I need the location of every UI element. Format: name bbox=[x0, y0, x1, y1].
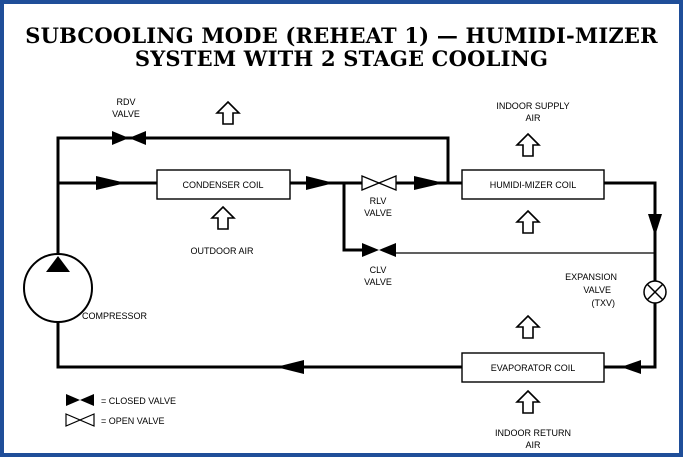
condenser-coil-label: CONDENSER COIL bbox=[182, 180, 263, 190]
expansion-label-3: (TXV) bbox=[592, 298, 616, 308]
outdoor-air-label: OUTDOOR AIR bbox=[190, 246, 254, 256]
flow-arrow-3 bbox=[414, 176, 444, 190]
diagram-title: SUBCOOLING MODE (REHEAT 1) — HUMIDI-MIZE… bbox=[8, 24, 675, 70]
flow-arrow-5 bbox=[621, 360, 641, 374]
flow-arrow-4 bbox=[648, 214, 662, 236]
evaporator-coil bbox=[461, 352, 605, 383]
indoor-return-label-2: AIR bbox=[525, 440, 541, 450]
flow-arrow-6 bbox=[276, 360, 304, 374]
expansion-label-2: VALVE bbox=[583, 285, 611, 295]
expansion-label-1: EXPANSION bbox=[565, 272, 617, 282]
indoor-supply-arrow-icon bbox=[516, 133, 540, 157]
flow-arrow-2 bbox=[306, 176, 334, 190]
evaporator-coil-label: EVAPORATOR COIL bbox=[491, 363, 576, 373]
indoor-return-arrow-icon bbox=[516, 390, 540, 414]
condenser-exhaust-air-arrow-icon bbox=[216, 101, 240, 125]
expansion-valve-icon bbox=[643, 280, 667, 304]
legend: = CLOSED VALVE = OPEN VALVE bbox=[65, 394, 176, 427]
humidimizer-air-arrow-icon bbox=[516, 210, 540, 234]
legend-closed-valve-icon bbox=[66, 394, 94, 406]
line-evaporator-to-compressor bbox=[56, 321, 462, 369]
flow-arrows bbox=[96, 176, 662, 374]
rdv-valve-closed-icon bbox=[112, 131, 146, 145]
rlv-valve-open-icon bbox=[361, 175, 397, 191]
humidimizer-coil bbox=[461, 169, 605, 200]
humidimizer-coil-label: HUMIDI-MIZER COIL bbox=[490, 180, 577, 190]
title-line-1: SUBCOOLING MODE (REHEAT 1) — HUMIDI-MIZE… bbox=[25, 23, 658, 48]
compressor-icon bbox=[23, 253, 93, 323]
rlv-label-1: RLV bbox=[370, 196, 387, 206]
rlv-label-2: VALVE bbox=[364, 208, 392, 218]
legend-open-valve-icon bbox=[65, 413, 95, 427]
legend-closed-valve-label: = CLOSED VALVE bbox=[101, 396, 176, 406]
clv-label-2: VALVE bbox=[364, 277, 392, 287]
rdv-label-1: RDV bbox=[116, 97, 135, 107]
outdoor-air-arrow-icon bbox=[211, 206, 235, 230]
line-txv-to-evaporator bbox=[604, 303, 657, 369]
evaporator-air-arrow-icon bbox=[516, 315, 540, 339]
clv-valve-closed-icon bbox=[362, 243, 396, 257]
indoor-supply-label-2: AIR bbox=[525, 113, 541, 123]
title-line-2: SYSTEM WITH 2 STAGE COOLING bbox=[134, 46, 549, 71]
rdv-label-2: VALVE bbox=[112, 109, 140, 119]
line-humidimizer-to-txv bbox=[604, 181, 657, 281]
line-to-clv bbox=[342, 183, 362, 252]
indoor-supply-label-1: INDOOR SUPPLY bbox=[496, 101, 569, 111]
compressor-label: COMPRESSOR bbox=[82, 311, 148, 321]
legend-open-valve-label: = OPEN VALVE bbox=[101, 416, 164, 426]
clv-label-1: CLV bbox=[370, 265, 387, 275]
bypass-line-top bbox=[56, 136, 450, 255]
condenser-coil bbox=[156, 169, 291, 200]
indoor-return-label-1: INDOOR RETURN bbox=[495, 428, 571, 438]
flow-arrow-1 bbox=[96, 176, 126, 190]
